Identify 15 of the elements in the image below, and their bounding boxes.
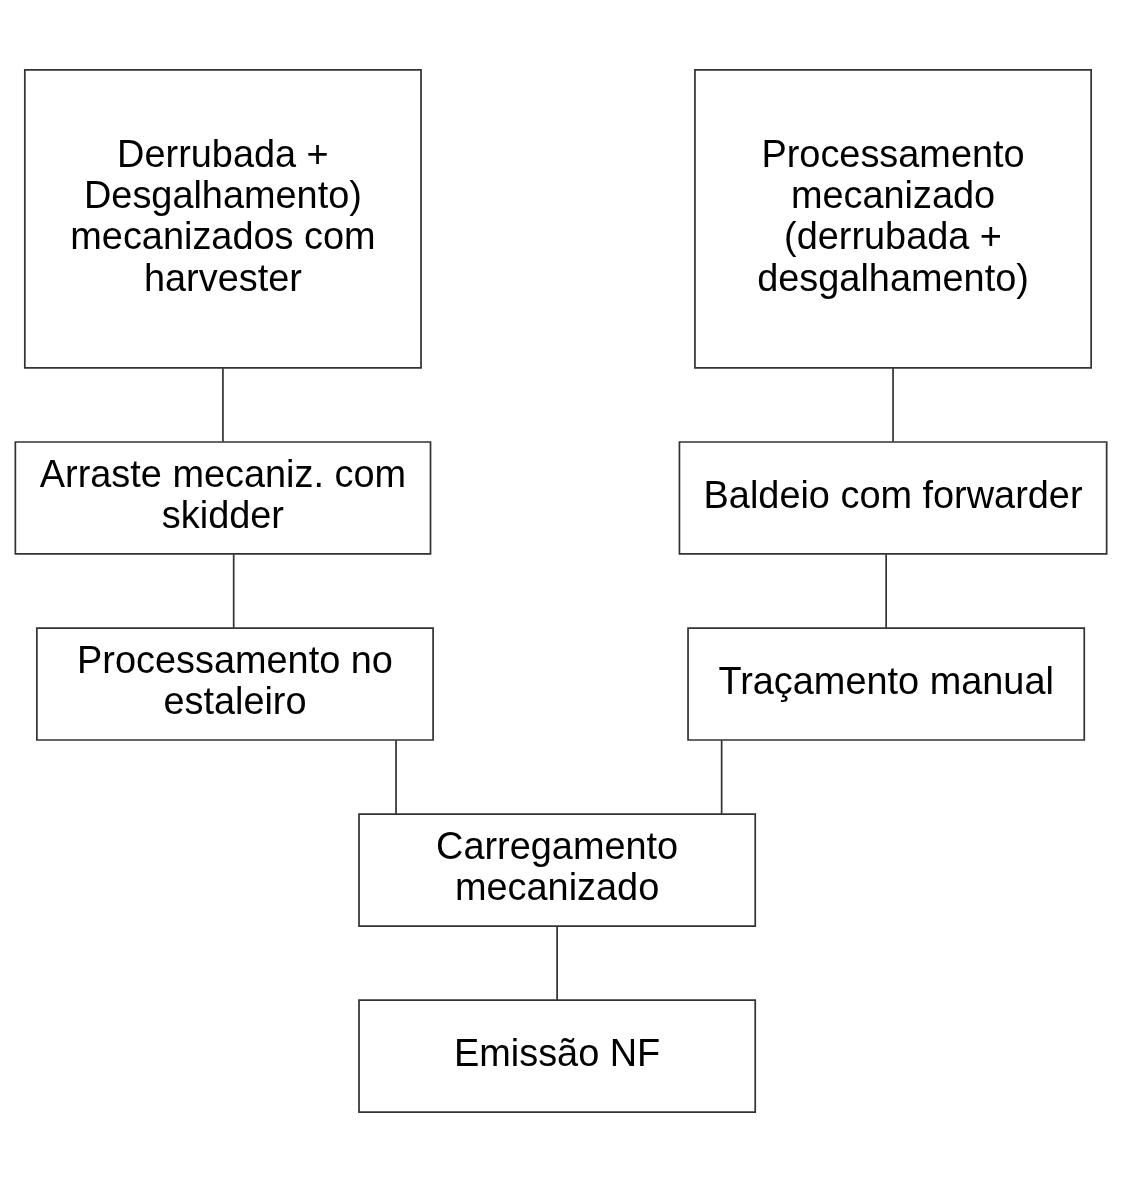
connector bbox=[556, 925, 558, 1001]
node-box: Derrubada + Desgalhamento) mecanizados com harvester bbox=[23, 68, 422, 369]
node-box: Arraste mecaniz. com skidder bbox=[14, 440, 432, 555]
node-box: Traçamento manual bbox=[687, 626, 1086, 741]
connector bbox=[720, 739, 723, 815]
node-box: Processamento mecanizado (derrubada + desgalhamento) bbox=[694, 68, 1092, 369]
connector bbox=[395, 739, 397, 815]
node-box: Processamento no estaleiro bbox=[36, 626, 434, 741]
node-box: Emissão NF bbox=[358, 998, 757, 1113]
connector bbox=[222, 366, 224, 443]
connector bbox=[892, 366, 894, 443]
node-box: Carregamento mecanizado bbox=[358, 812, 757, 927]
node-box: Baldeio com forwarder bbox=[678, 440, 1108, 555]
connector bbox=[232, 552, 235, 629]
connector bbox=[885, 552, 887, 629]
